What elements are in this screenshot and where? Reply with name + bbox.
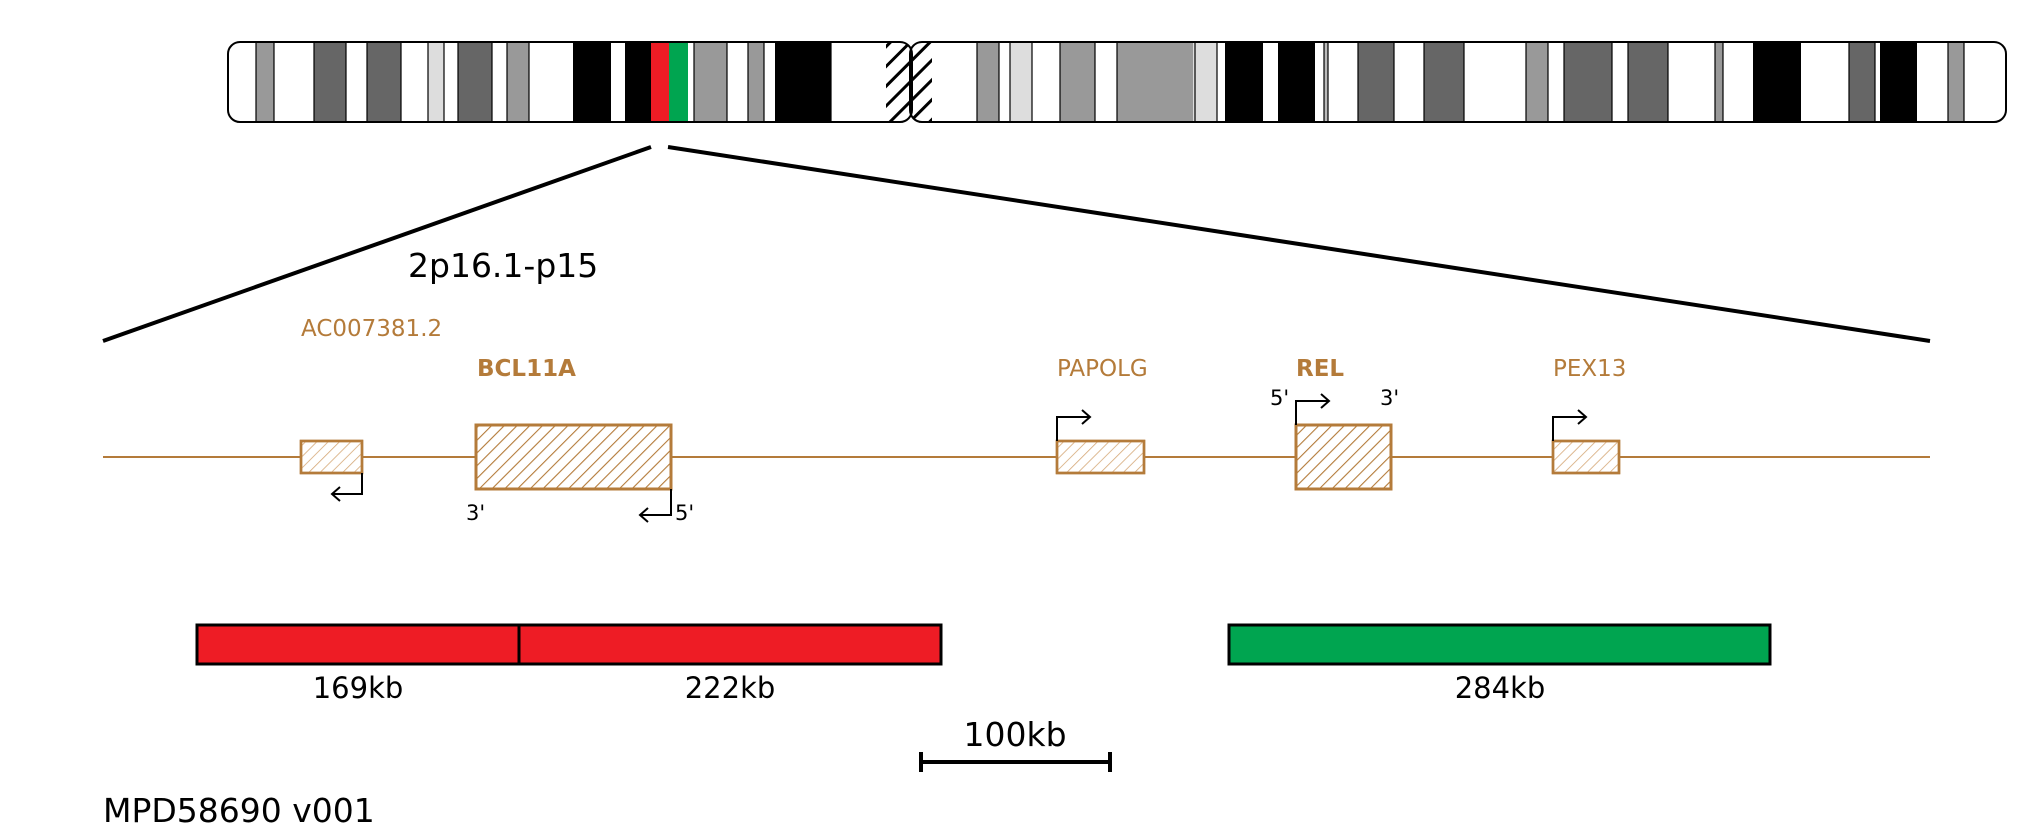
gene-label-pex13: PEX13 — [1553, 356, 1626, 382]
chromosome-ideogram — [227, 41, 2007, 123]
tss-arrow-pex13 — [1552, 416, 1585, 441]
p-arm — [228, 42, 912, 122]
centromere-q — [910, 42, 932, 122]
tss-arrow-papolg — [1056, 416, 1089, 441]
strand-label-bcl11a-3prime: 3' — [466, 501, 485, 525]
gene-label-ac007381-2: AC007381.2 — [301, 316, 442, 342]
tss-arrow-ac007381-2 — [333, 473, 363, 495]
strand-label-bcl11a-5prime: 5' — [675, 501, 694, 525]
region-label: 2p16.1-p15 — [408, 246, 598, 285]
zoom-lines — [102, 145, 1931, 343]
gene-label-papolg: PAPOLG — [1057, 356, 1148, 382]
cnv-segments: 169kb 222kb 284kb — [195, 623, 1772, 705]
p-arm-outline — [227, 41, 913, 123]
q-arm — [910, 42, 2006, 122]
q-arm-outline — [909, 41, 2007, 123]
tss-arrow-bcl11a — [641, 489, 672, 516]
gene-track: AC007381.2 BCL11A 3' 5' PAPOLG REL 5' 3'… — [103, 316, 1930, 525]
duplication-segment-284kb — [1227, 623, 1772, 666]
duplication-band — [669, 42, 688, 122]
centromere-p — [886, 42, 912, 122]
gene-label-bcl11a: BCL11A — [477, 356, 576, 382]
gene-label-rel: REL — [1296, 356, 1344, 382]
scale-bar-label: 100kb — [963, 715, 1066, 754]
zoom-line-left — [102, 145, 652, 343]
segment-label-169kb: 169kb — [313, 671, 404, 705]
zoom-line-right — [667, 145, 1931, 343]
strand-label-rel-5prime: 5' — [1270, 386, 1289, 410]
diagram-id-label: MPD58690 v001 — [103, 791, 375, 826]
tss-arrow-rel — [1295, 400, 1328, 425]
strand-label-rel-3prime: 3' — [1380, 386, 1399, 410]
deletion-segment-222kb — [517, 623, 943, 666]
scale-bar: 100kb — [919, 715, 1112, 772]
deletion-band — [651, 42, 669, 122]
deletion-segment-169kb — [195, 623, 521, 666]
segment-label-284kb: 284kb — [1455, 671, 1546, 705]
segment-label-222kb: 222kb — [685, 671, 776, 705]
